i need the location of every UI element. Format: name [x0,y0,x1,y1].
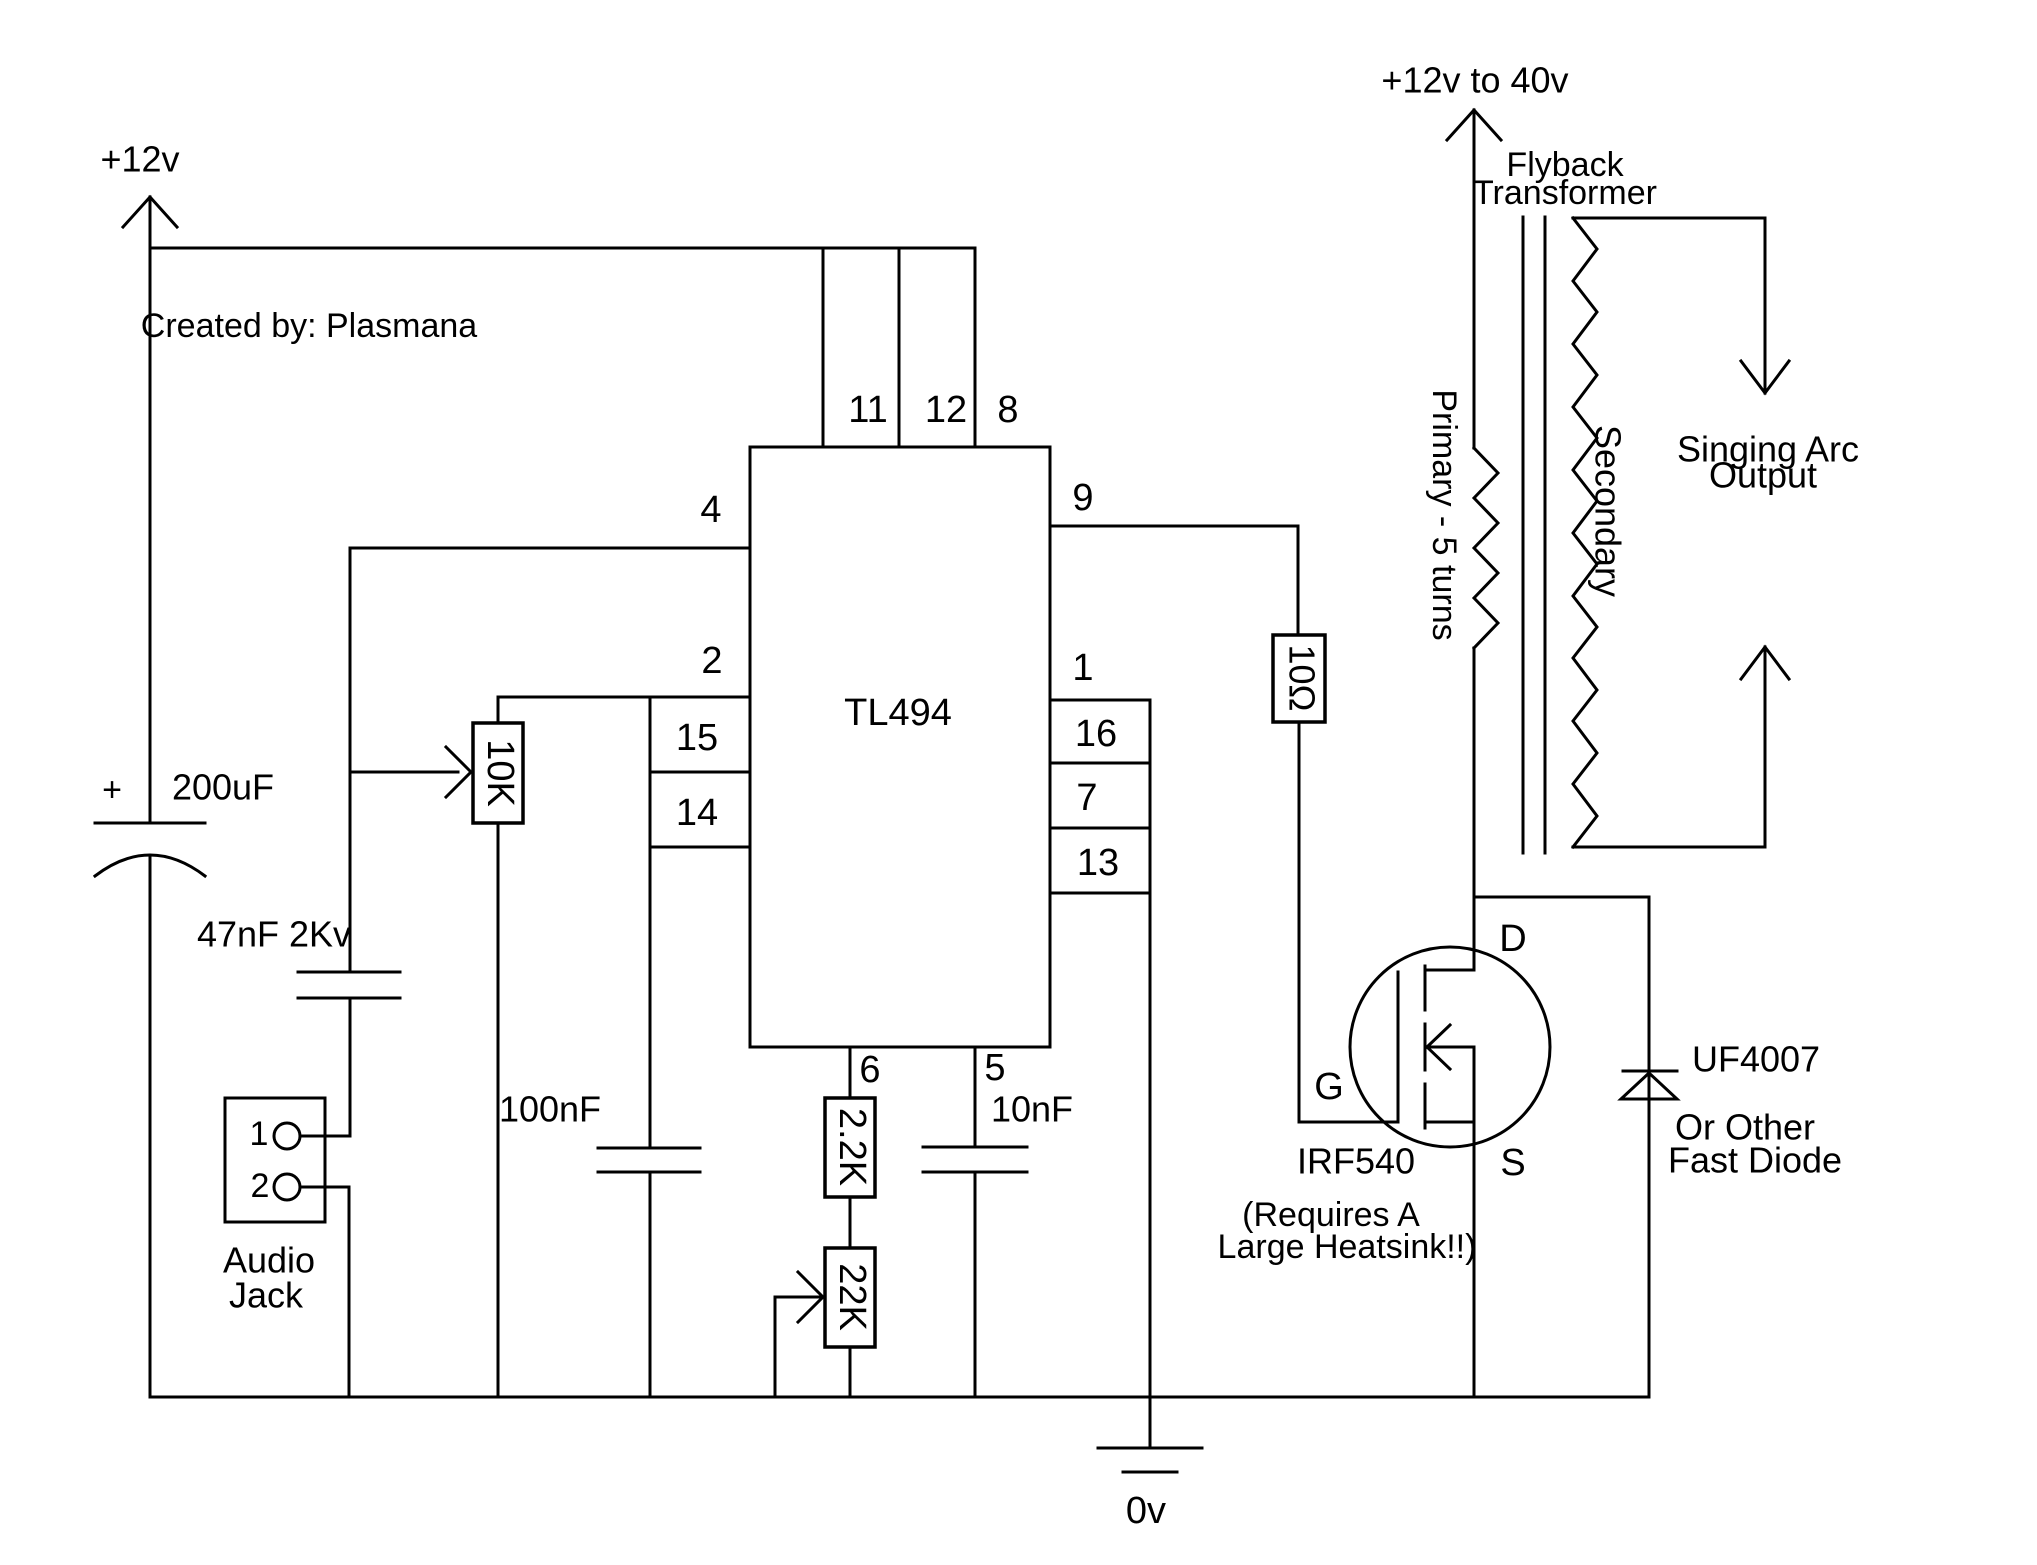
mosfet-circle [1348,945,1552,1149]
pot-10k-body [471,721,525,825]
pin6-branch [773,1045,877,1399]
diode-uf4007 [1472,895,1681,1399]
cap-200uf-polarity-label: + [102,771,122,809]
output-arrow-down-icon [1738,358,1792,396]
output-label-line2: Output [1709,455,1817,496]
pin11-label: 11 [848,389,887,431]
mosfet-body-arrow-icon [1424,1022,1453,1072]
audio-jack-body [223,1096,327,1224]
pot-22k-body [823,1246,877,1349]
cap-100nf-label: 100nF [499,1089,601,1130]
pin6-label: 6 [859,1049,880,1091]
pin13-label: 13 [1077,842,1119,884]
pin1-label: 1 [1072,647,1093,689]
mosfet-drain-lead [1423,895,1476,972]
pin2-label: 2 [701,640,722,682]
secondary-coil [1570,215,1599,850]
diode-triangle-icon [1617,1070,1681,1101]
pin5-branch [921,1045,1029,1399]
mosfet-name-label: IRF540 [1297,1141,1415,1182]
plus12v-label: +12v [100,139,179,180]
flyback-label-line2: Transformer [1473,174,1657,212]
pin2-branch [348,695,752,1399]
pin9-wire [1048,524,1300,637]
primary-label: Primary - 5 turns [1425,389,1463,640]
mosfet-drain-label: D [1499,918,1526,960]
flyback-label-line1: Flyback [1506,146,1624,184]
jack-terminal-2-icon [272,1172,302,1202]
output-label-line1: Singing Arc [1677,429,1859,470]
ic-tl494 [648,246,1152,1450]
mosfet-gate-label: G [1314,1066,1344,1108]
gate-wire [1297,720,1400,1124]
pot-10k-wiper-arrow-icon [443,744,474,800]
core-lines [1521,215,1547,855]
cap-10nf-label: 10nF [991,1089,1073,1130]
res-2-2k-label: 2.2K [831,1108,873,1186]
pin15-label: 15 [676,717,718,759]
mosfet-note-line2: Large Heatsink!!) [1218,1228,1477,1266]
jack-terminal-1-icon [272,1121,302,1151]
pin16-label: 16 [1075,713,1117,755]
output-top-wire [1571,216,1767,395]
jack-label-line2: Jack [229,1275,304,1316]
pin9-branch [1048,524,1400,1124]
cap-200uf-plate-curved [92,853,208,879]
cap-200uf [92,821,208,879]
pin8-label: 8 [997,389,1018,431]
ground-label: 0v [1126,1490,1166,1532]
pin5-label: 5 [984,1047,1005,1089]
pin4-wire [348,546,752,974]
diode-note-line2: Fast Diode [1668,1140,1842,1181]
jack-pin2-label: 2 [251,1167,270,1205]
arc-output [1571,216,1792,849]
pot-22k-wiper-arrow-icon [795,1269,826,1325]
hv-arrow-up-icon [1444,107,1504,143]
cap-100nf-branch [596,845,702,1399]
secondary-label: Secondary [1587,425,1628,597]
jack-pin1-wire [298,996,352,1138]
created-by-label: Created by: Plasmana [141,307,477,345]
output-arrow-up-icon [1738,644,1792,682]
cap-200uf-label: 200uF [172,767,274,808]
hv-rail-label: +12v to 40v [1381,60,1568,101]
output-bottom-wire [1571,645,1767,849]
cap-47nf-label: 47nF 2Kv [197,914,351,955]
jack-pin1-label: 1 [250,1115,269,1153]
mosfet-irf540 [1348,895,1552,1399]
pin4-branch [223,546,752,1399]
diode-note-line1: Or Other [1675,1107,1815,1148]
jack-pin2-wire [298,1185,351,1399]
pin12-label: 12 [925,389,967,431]
pin14-label: 14 [676,792,718,834]
ground-rail [148,1395,1651,1474]
primary-coil [1471,445,1501,651]
left-power-rail [120,194,977,1399]
pot-10k-label: 10K [479,739,521,807]
pin7-label: 7 [1076,777,1097,819]
pin2-wire [496,695,752,725]
pin4-label: 4 [700,489,721,531]
res-10ohm-label: 10Ω [1281,645,1322,712]
mosfet-note-line1: (Requires A [1242,1196,1420,1234]
arrow-up-icon [120,194,180,230]
ic-name-label: TL494 [844,692,952,734]
ic-body [748,445,1052,1049]
pin9-label: 9 [1072,477,1093,519]
flyback-transformer [1444,107,1599,899]
mosfet-source-label: S [1500,1142,1525,1184]
jack-label-line1: Audio [223,1240,315,1281]
pot-22k-label: 22K [831,1263,873,1331]
diode-name-label: UF4007 [1692,1039,1820,1080]
